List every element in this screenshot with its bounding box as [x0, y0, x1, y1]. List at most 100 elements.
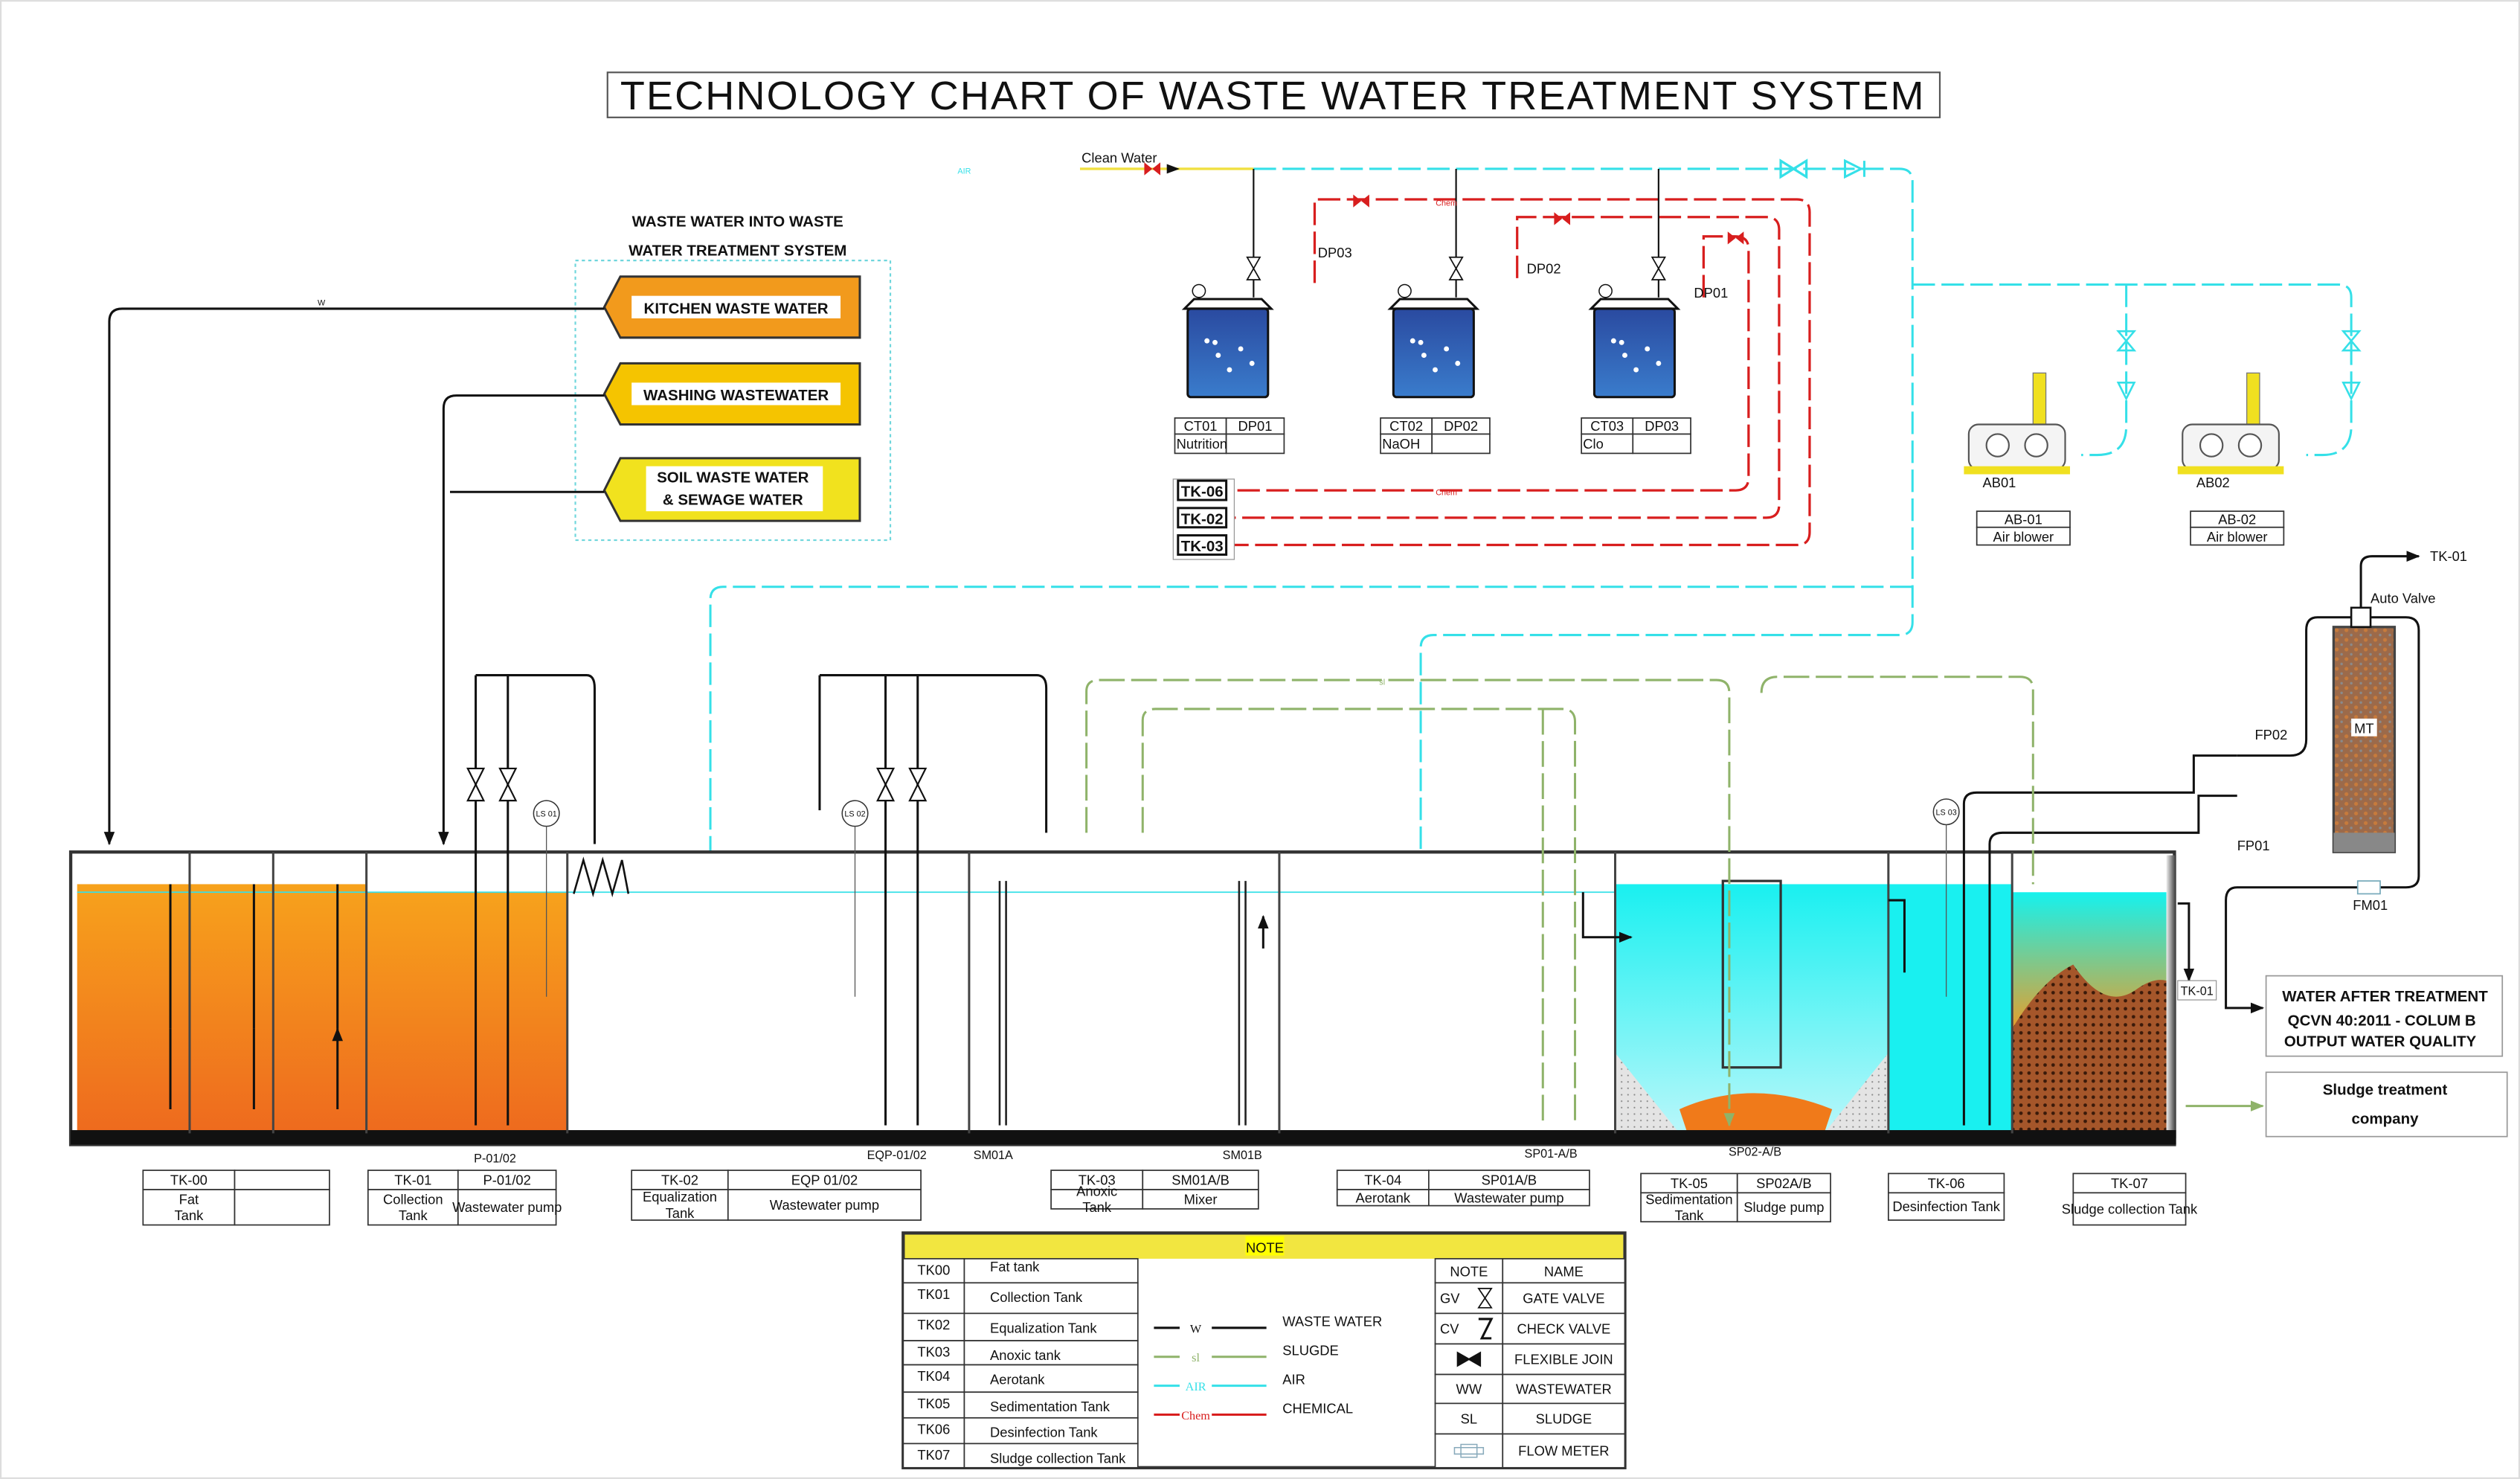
svg-text:OUTPUT WATER QUALITY: OUTPUT WATER QUALITY [2284, 1033, 2477, 1050]
bubble-icon [1204, 338, 1210, 344]
tank-tk00-fill [77, 884, 367, 1134]
dosing-pump-code: DP03 [1645, 418, 1679, 434]
legend-gap [1179, 1377, 1212, 1393]
note-tank-code: TK07 [917, 1447, 950, 1463]
chemical-name: Nutrition [1177, 436, 1227, 452]
equipment-label: SP02-A/B [1729, 1146, 1781, 1159]
table-cell [963, 1312, 1139, 1341]
auto-valve-icon[interactable] [2350, 606, 2372, 629]
tank-code: TK-06 [1928, 1175, 1965, 1191]
note-tank-name: Sedimentation Tank [990, 1399, 1110, 1414]
gate-valve-icon[interactable] [1246, 256, 1261, 280]
level-gauge-icon [1598, 283, 1613, 298]
blower-name: Air blower [2207, 529, 2268, 545]
equipment-name: Sludge pump [1743, 1199, 1824, 1215]
gate-valve-icon[interactable] [1650, 256, 1666, 280]
note-tank-code: TK02 [917, 1317, 950, 1332]
blower-base [1964, 466, 2070, 475]
table-cell [963, 1258, 1139, 1284]
table-cell [902, 1443, 965, 1469]
table-cell [1174, 433, 1227, 455]
symbol-name: CHECK VALVE [1517, 1321, 1610, 1336]
filter-outlet-label: TK-01 [2430, 548, 2467, 564]
pump-valve-icon[interactable] [876, 767, 928, 802]
level-switch[interactable]: LS 03 [1932, 798, 1960, 997]
clean-water-valve-icon[interactable] [1144, 162, 1161, 176]
legend-mark: sl [1192, 1351, 1200, 1364]
water-output-box [2265, 975, 2504, 1057]
bubble-icon [1645, 346, 1650, 352]
table-cell [1640, 1192, 1738, 1223]
svg-text:& SEWAGE WATER: & SEWAGE WATER [663, 492, 803, 509]
flow-meter-label: FM01 [2353, 897, 2388, 913]
table-cell [963, 1391, 1139, 1419]
flow-meter-icon [2356, 880, 2381, 895]
note-tank-name: Equalization Tank [990, 1320, 1097, 1335]
svg-text:KITCHEN WASTE WATER: KITCHEN WASTE WATER [644, 300, 829, 317]
table-cell [902, 1258, 965, 1284]
tank-code: TK-04 [1364, 1172, 1401, 1188]
note-tank-name: Collection Tank [990, 1289, 1083, 1305]
level-gauge-icon [1192, 283, 1206, 298]
tank-name: Aerotank [1356, 1190, 1411, 1205]
svg-text:WASHING WASTEWATER: WASHING WASTEWATER [643, 387, 829, 404]
bubble-icon [1227, 367, 1232, 373]
table-cell [457, 1189, 557, 1226]
blower-filter [2246, 372, 2260, 431]
svg-text:WATER AFTER TREATMENT: WATER AFTER TREATMENT [2282, 988, 2488, 1005]
table-cell [1434, 1433, 1504, 1469]
equipment-name: Wastewater pump [770, 1197, 879, 1213]
gate-valve-icon[interactable] [1448, 256, 1464, 280]
table-cell [1431, 433, 1491, 455]
title-block: TECHNOLOGY CHART OF WASTE WATER TREATMEN… [606, 71, 1941, 118]
filter-pump-label: FP01 [2237, 838, 2270, 853]
inlet-heading-2: WATER TREATMENT SYSTEM [629, 243, 846, 260]
table-cell [963, 1282, 1139, 1315]
dosing-pump-code: DP02 [1444, 418, 1478, 434]
pump-valve-icon[interactable] [466, 767, 518, 802]
bubble-icon [1421, 353, 1427, 359]
table-cell [1887, 1192, 2005, 1221]
symbol-code: GV [1440, 1290, 1460, 1306]
bubble-icon [1619, 339, 1624, 345]
bubble-icon [1433, 367, 1438, 373]
clean-water-label: Clean Water [1081, 150, 1157, 165]
filter-column-mt [2332, 626, 2397, 853]
flow-meter-icon [1453, 1443, 1485, 1458]
tank-name: Desinfection Tank [1892, 1199, 2000, 1214]
equipment-label: SM01A [974, 1149, 1013, 1162]
air-gate-valve-icon[interactable] [2116, 330, 2362, 352]
legend-gap [1179, 1406, 1212, 1422]
tank-tk06-fill [1888, 884, 2013, 1134]
equipment-name: Wastewater pump [452, 1199, 562, 1215]
dosing-pump-code: DP01 [1238, 418, 1273, 434]
level-switch[interactable]: LS 01 [533, 800, 560, 997]
legend-name: WASTE WATER [1282, 1314, 1382, 1329]
blower-base [2177, 466, 2284, 475]
table-cell [1434, 1402, 1504, 1435]
legend-name: CHEMICAL [1282, 1400, 1353, 1416]
table-cell [1632, 433, 1691, 455]
equipment-code: P-01/02 [483, 1172, 531, 1188]
svg-text:TK-03: TK-03 [1181, 538, 1224, 555]
table-cell [1502, 1258, 1626, 1284]
level-switch[interactable]: LS 02 [841, 800, 869, 997]
symbol-name: WASTEWATER [1516, 1381, 1612, 1396]
flow-arrow-icon [1166, 164, 1180, 174]
blower-motor-icon [2199, 433, 2224, 458]
level-gauge-icon [1398, 283, 1412, 298]
dosing-pump-label: DP03 [1318, 245, 1352, 260]
legend-gap [1179, 1320, 1212, 1335]
note-tank-code: TK04 [917, 1368, 950, 1384]
table-cell [1502, 1402, 1626, 1435]
equipment-label: P-01/02 [474, 1152, 516, 1165]
bubble-icon [1418, 339, 1424, 345]
tank-code: TK-03 [1079, 1172, 1116, 1188]
